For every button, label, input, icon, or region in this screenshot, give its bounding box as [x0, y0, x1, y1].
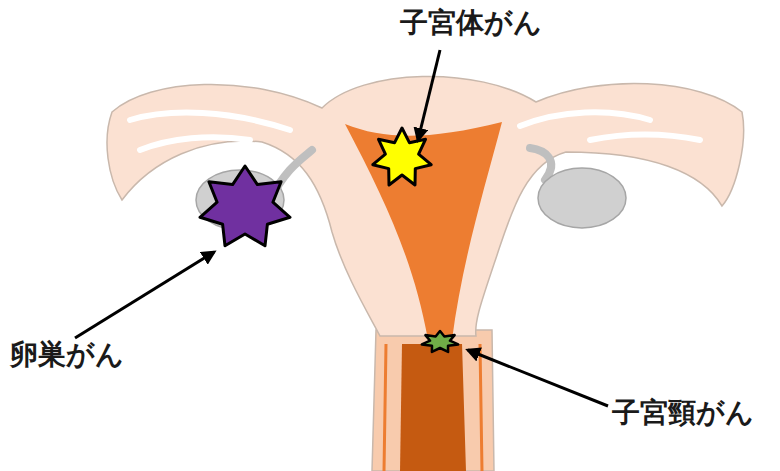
- leader-arrow: [468, 350, 608, 406]
- cervical-tumor: [422, 331, 458, 352]
- cervical-canal: [400, 344, 466, 471]
- cervix-outer: [372, 330, 494, 471]
- cervix-lines: [384, 344, 482, 471]
- ovarian-tumor: [200, 166, 290, 246]
- uterine-cavity: [345, 122, 502, 340]
- endometrial-tumor: [373, 128, 431, 185]
- right-ovary: [538, 168, 626, 228]
- region-label: 卵巣がん: [10, 338, 124, 372]
- leader-arrow: [75, 252, 214, 338]
- region-label: 子宮頸がん: [612, 396, 754, 430]
- region-label: 子宮体がん: [400, 6, 542, 40]
- leader-arrow: [418, 50, 440, 140]
- ovarian-ligament: [530, 148, 551, 180]
